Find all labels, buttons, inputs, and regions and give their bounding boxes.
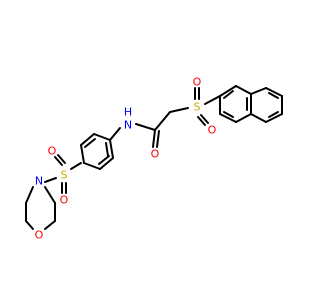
atom-labels: N H O S O O S O O N O [35, 76, 217, 242]
bond [25, 220, 34, 230]
atom-hydrogen-amide: H [124, 106, 132, 119]
bond [70, 162, 82, 170]
bond [268, 92, 279, 99]
bond [265, 113, 283, 123]
bond [223, 111, 234, 118]
bond [152, 129, 156, 148]
bond [197, 116, 206, 126]
bond [200, 114, 209, 124]
bond [223, 90, 234, 99]
atom-oxygen-carbonyl: O [151, 148, 160, 161]
bond [156, 130, 160, 148]
atom-nitrogen-morpholine: N [35, 175, 43, 188]
bond [235, 85, 252, 95]
bond [109, 139, 114, 159]
atom-oxygen-morpholine: O [35, 229, 44, 242]
atom-oxygen-right-bottom: O [208, 124, 217, 137]
bond [84, 138, 96, 148]
bond [83, 162, 101, 170]
atom-oxygen-right-top: O [193, 76, 202, 89]
bond [250, 113, 267, 123]
atom-sulfur-left: S [61, 169, 68, 182]
atom-oxygen-left-top: O [48, 145, 57, 158]
molecule-structure: N H O S O O S O O N O [25, 76, 283, 242]
bond [80, 133, 95, 146]
bond [109, 127, 121, 141]
bond [169, 107, 189, 113]
bond [44, 177, 57, 183]
bond [80, 144, 85, 164]
bond [219, 113, 237, 123]
atom-oxygen-left-bottom: O [60, 194, 69, 207]
bond [250, 87, 267, 95]
bond [44, 186, 56, 204]
bond [25, 186, 34, 204]
bond [268, 111, 279, 118]
bond [44, 220, 56, 230]
bond [135, 123, 156, 131]
bond [93, 133, 111, 141]
bond [204, 95, 221, 105]
atom-nitrogen-amide: N [124, 119, 132, 132]
molecule-diagram: N H O S O O S O O N O [25, 76, 283, 242]
bond [99, 157, 114, 170]
bond [235, 113, 252, 123]
bond [154, 111, 171, 131]
atom-sulfur-right: S [194, 101, 201, 114]
bond [105, 142, 109, 157]
bond [54, 156, 63, 166]
bond [219, 85, 237, 97]
bond [265, 87, 283, 97]
bond [98, 155, 110, 165]
bond [57, 154, 66, 164]
bond-lines [25, 85, 283, 230]
